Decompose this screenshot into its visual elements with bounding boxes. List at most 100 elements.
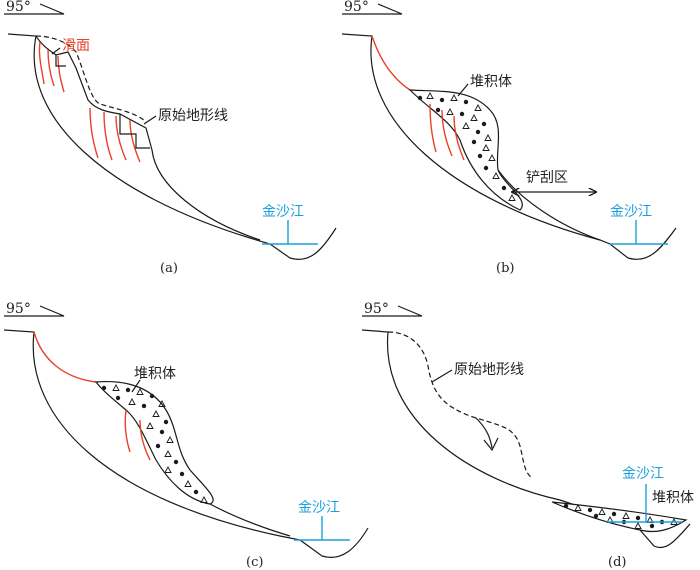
gravel-dot <box>155 443 161 449</box>
gravel-triangle <box>158 400 166 407</box>
gravel-dot <box>481 121 487 127</box>
gravel-triangle <box>446 108 454 115</box>
original-terrain-label: 原始地形线 <box>158 108 228 124</box>
panel-a: 95° 滑面 原始地形线 金沙江 (a) <box>4 0 337 276</box>
gravel-triangle <box>426 92 434 99</box>
gravel-triangle <box>462 122 470 129</box>
gravel-dot <box>475 129 481 135</box>
dip-angle-label: 95° <box>6 0 31 15</box>
gravel-dot <box>193 489 199 495</box>
gravel-triangle <box>184 480 192 487</box>
river: 金沙江 <box>606 466 682 523</box>
dip-angle-indicator: 95° <box>362 301 423 317</box>
gravel-triangle <box>598 508 606 515</box>
ground-surface <box>7 33 337 260</box>
gravel-dot <box>149 393 155 399</box>
panel-b: 95° 堆积体 铲刮区 金沙江 (b) <box>341 0 677 276</box>
gravel-triangle <box>128 398 136 405</box>
gravel-triangle <box>470 114 478 121</box>
dip-angle-label: 95° <box>6 301 31 317</box>
gravel-dot <box>159 429 165 435</box>
original-terrain-line <box>387 331 533 479</box>
dip-angle-indicator: 95° <box>342 0 403 15</box>
ground-surface <box>3 329 369 558</box>
gravel-dot <box>649 523 655 529</box>
gravel-triangle <box>136 388 144 395</box>
slip-surface <box>33 331 97 383</box>
gravel-dot <box>477 153 483 159</box>
gravel-triangle <box>474 104 482 111</box>
slip-surface-label: 滑面 <box>62 37 90 54</box>
gravel-dot <box>611 511 617 517</box>
gravel-triangle <box>492 172 500 179</box>
deposit-label: 堆积体 <box>652 490 694 506</box>
gravel-dot <box>141 403 147 409</box>
river: 金沙江 <box>610 204 668 245</box>
gravel-dot <box>635 515 641 521</box>
slip-surface <box>371 35 411 91</box>
gravel-triangle <box>164 450 172 457</box>
ground-surface <box>361 329 691 549</box>
panel-c: 95° 堆积体 金沙江 (c) <box>3 301 369 570</box>
river: 金沙江 <box>294 500 350 541</box>
gravel-dot <box>471 139 477 145</box>
panel-caption: (d) <box>608 555 626 570</box>
deposit-clasts <box>101 384 208 503</box>
gravel-triangle <box>200 496 208 503</box>
dip-angle-label: 95° <box>364 301 389 317</box>
gravel-dot <box>435 107 441 113</box>
slip-surfaces <box>429 103 465 161</box>
gravel-triangle <box>112 384 120 391</box>
gravel-dot <box>587 507 593 513</box>
sliding-mass-outline <box>35 35 261 241</box>
erosion-zone-label: 铲刮区 <box>526 170 568 186</box>
gravel-dot <box>101 385 107 391</box>
gravel-triangle <box>488 154 496 161</box>
gravel-triangle <box>166 436 174 443</box>
river: 金沙江 <box>262 204 318 245</box>
gravel-triangle <box>450 94 458 101</box>
panel-caption: (a) <box>160 261 178 276</box>
gravel-dot <box>417 95 423 101</box>
erosion-zone: 铲刮区 <box>512 170 596 192</box>
gravel-triangle <box>622 512 630 519</box>
gravel-dot <box>593 513 599 519</box>
river-label: 金沙江 <box>298 500 340 516</box>
river-label: 金沙江 <box>610 204 652 220</box>
original-terrain-label: 原始地形线 <box>454 362 524 378</box>
river-label: 金沙江 <box>622 466 664 482</box>
deposit-body <box>408 89 523 211</box>
dip-angle-indicator: 95° <box>4 301 65 317</box>
deposit-label: 堆积体 <box>470 74 512 90</box>
panel-d: 95° 原始地形线 金沙江 堆积体 (d) <box>361 301 694 570</box>
gravel-dot <box>439 97 445 103</box>
gravel-triangle <box>152 410 160 417</box>
river-label: 金沙江 <box>262 204 304 220</box>
ground-surface <box>341 33 677 260</box>
gravel-dot <box>483 165 489 171</box>
gravel-triangle <box>508 194 516 201</box>
movement-arrow <box>475 417 493 449</box>
deposit-clasts <box>417 92 516 201</box>
gravel-triangle <box>482 144 490 151</box>
gravel-dot <box>163 419 169 425</box>
gravel-triangle <box>146 422 154 429</box>
gravel-triangle <box>634 522 642 529</box>
gravel-dot <box>563 503 569 509</box>
gravel-dot <box>179 471 185 477</box>
slip-surfaces <box>124 409 151 461</box>
gravel-triangle <box>484 134 492 141</box>
gravel-dot <box>115 395 121 401</box>
panel-caption: (c) <box>246 555 263 570</box>
gravel-triangle <box>164 466 172 473</box>
deposit-body <box>551 501 688 533</box>
slip-surfaces <box>38 41 141 163</box>
dip-angle-indicator: 95° <box>4 0 65 15</box>
deposit-clasts <box>563 503 678 529</box>
dip-angle-label: 95° <box>344 0 369 15</box>
deposit-label: 堆积体 <box>134 366 176 382</box>
gravel-triangle <box>574 504 582 511</box>
gravel-dot <box>173 459 179 465</box>
gravel-dot <box>501 185 507 191</box>
